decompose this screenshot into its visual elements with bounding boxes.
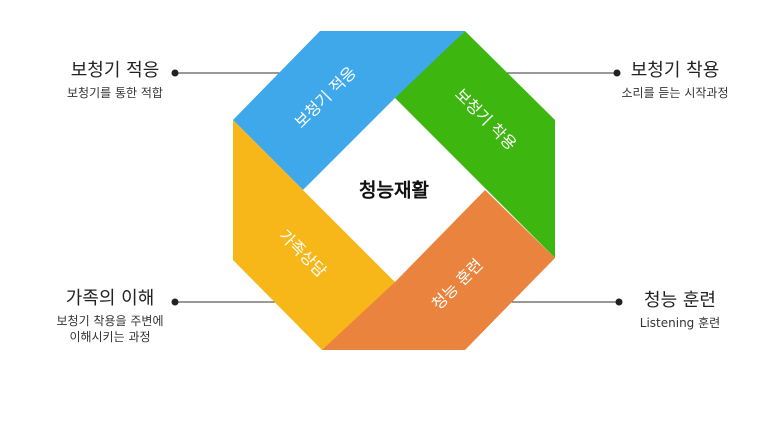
segment-training xyxy=(322,190,555,350)
callout-bottom-left: 가족의 이해 보청기 착용을 주변에 이해시키는 과정 xyxy=(35,288,185,345)
callout-title: 가족의 이해 xyxy=(65,288,155,309)
connector-dot-top-right xyxy=(613,69,621,77)
center-diamond xyxy=(303,98,485,282)
callout-title: 보청기 적응 xyxy=(70,60,160,81)
segment-fitting xyxy=(233,31,465,190)
connector-dot-top-left xyxy=(171,69,179,77)
callout-desc-line-2: 이해시키는 과정 xyxy=(69,329,151,344)
callout-bottom-right: 청능 훈련 Listening 훈련 xyxy=(610,290,750,331)
connector-dot-bottom-left xyxy=(171,298,179,306)
segment-wearing xyxy=(395,31,555,258)
center-label: 청능재활 xyxy=(359,180,429,202)
connector-dot-bottom-right xyxy=(615,298,623,306)
callout-desc: 소리를 듣는 시작과정 xyxy=(621,85,729,100)
callout-desc: Listening 훈련 xyxy=(639,315,721,330)
callout-top-left: 보청기 적응 보청기를 통한 적합 xyxy=(40,60,190,101)
callout-desc-line-1: 보청기 착용을 주변에 xyxy=(56,313,164,328)
callout-desc: 보청기를 통한 적합 xyxy=(67,85,163,100)
callout-top-right: 보청기 착용 소리를 듣는 시작과정 xyxy=(605,60,745,101)
segment-counsel xyxy=(233,120,395,350)
callout-title: 보청기 착용 xyxy=(630,60,720,81)
callout-title: 청능 훈련 xyxy=(644,290,716,311)
